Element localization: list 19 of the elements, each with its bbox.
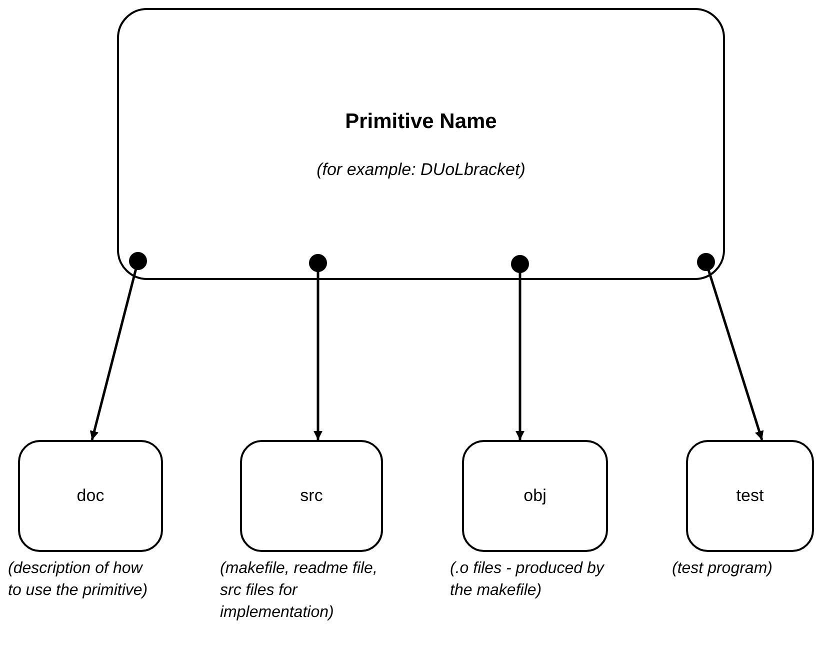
box-label: doc (76, 485, 104, 508)
directory-box (240, 440, 383, 552)
example-note: (for example: DUoLbracket) (316, 159, 526, 181)
heading: Primitive Name (345, 108, 497, 134)
primitive-box (117, 8, 725, 280)
description-note: (.o files - produced by the makefile) (450, 559, 606, 601)
directory-box (462, 440, 608, 552)
description-note: (test program) (672, 559, 774, 579)
description-note: (description of how to use the primitive) (8, 559, 149, 601)
description-note: (makefile, readme file, src files for implementation) (220, 559, 378, 623)
directory-box (18, 440, 163, 552)
directory-box (686, 440, 814, 552)
arrow (511, 255, 529, 440)
box-label: src (300, 485, 323, 508)
box-label: obj (524, 485, 546, 508)
box-label: test (736, 485, 764, 508)
arrow (90, 252, 147, 440)
arrow (309, 254, 327, 440)
arrow (697, 253, 764, 440)
